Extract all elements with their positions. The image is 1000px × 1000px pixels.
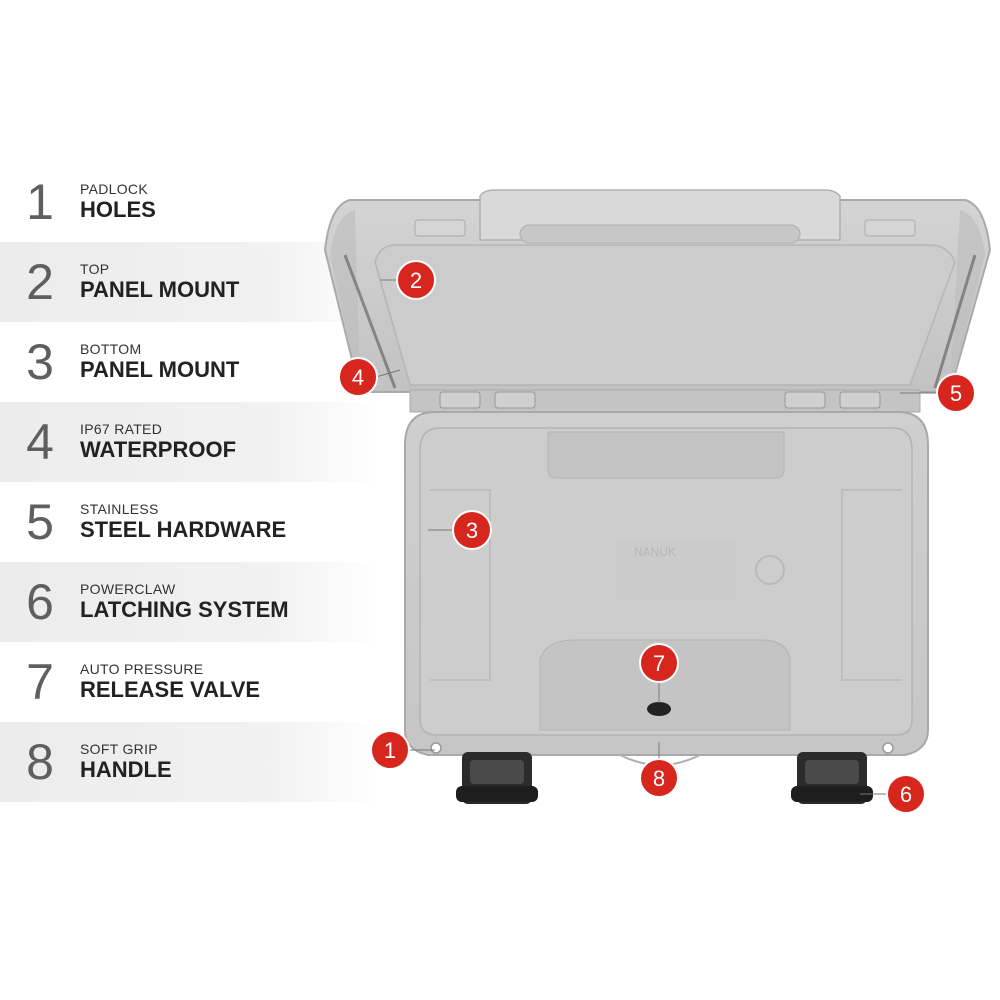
callout-number: 1	[384, 738, 396, 763]
feature-text: POWERCLAW LATCHING SYSTEM	[80, 581, 289, 623]
hinge-area	[409, 389, 921, 413]
feature-number: 2	[26, 254, 54, 310]
feature-title: PANEL MOUNT	[80, 277, 240, 302]
feature-subtitle: TOP	[80, 261, 110, 277]
feature-subtitle: BOTTOM	[80, 341, 142, 357]
callout-1: 1	[370, 730, 435, 770]
feature-item-bottom-panel-mount: 3 BOTTOM PANEL MOUNT	[0, 322, 380, 402]
feature-subtitle: STAINLESS	[80, 501, 159, 517]
feature-text: BOTTOM PANEL MOUNT	[80, 341, 239, 383]
latch-right	[791, 752, 873, 804]
feature-title: LATCHING SYSTEM	[80, 597, 289, 622]
callout-5: 5	[900, 373, 976, 413]
feature-subtitle: AUTO PRESSURE	[80, 661, 204, 677]
feature-text: PADLOCK HOLES	[80, 181, 156, 223]
feature-item-handle: 8 SOFT GRIP HANDLE	[0, 722, 380, 802]
callout-number: 8	[653, 766, 665, 791]
feature-title: PANEL MOUNT	[80, 357, 240, 382]
feature-text: IP67 RATED WATERPROOF	[80, 421, 236, 463]
feature-item-latching-system: 6 POWERCLAW LATCHING SYSTEM	[0, 562, 380, 642]
callout-3: 3	[428, 510, 492, 550]
case-lid	[323, 189, 992, 393]
callout-7: 7	[639, 643, 679, 703]
feature-title: RELEASE VALVE	[80, 677, 261, 702]
feature-title: HANDLE	[80, 757, 172, 782]
callout-number: 2	[410, 268, 422, 293]
feature-number: 4	[26, 414, 54, 470]
feature-number: 1	[26, 174, 54, 230]
case-illustration: NANUK 1 2 3 4 5	[323, 189, 992, 814]
feature-text: AUTO PRESSURE RELEASE VALVE	[80, 661, 260, 703]
feature-item-waterproof: 4 IP67 RATED WATERPROOF	[0, 402, 380, 482]
feature-subtitle: IP67 RATED	[80, 421, 163, 437]
feature-subtitle: POWERCLAW	[80, 581, 176, 597]
callout-number: 4	[352, 365, 364, 390]
feature-item-steel-hardware: 5 STAINLESS STEEL HARDWARE	[0, 482, 380, 562]
feature-text: TOP PANEL MOUNT	[80, 261, 239, 303]
feature-number: 5	[26, 494, 54, 550]
callout-number: 6	[900, 782, 912, 807]
feature-title: HOLES	[80, 197, 156, 222]
case-base: NANUK	[404, 411, 929, 766]
feature-title: STEEL HARDWARE	[80, 517, 287, 542]
callout-number: 7	[653, 651, 665, 676]
callout-4: 4	[338, 357, 401, 397]
feature-text: SOFT GRIP HANDLE	[80, 741, 172, 783]
callout-2: 2	[380, 260, 436, 300]
callout-8: 8	[639, 742, 679, 798]
feature-title: WATERPROOF	[80, 437, 237, 462]
feature-number: 7	[26, 654, 54, 710]
feature-subtitle: SOFT GRIP	[80, 741, 158, 757]
brand-embossing: NANUK	[634, 545, 676, 559]
feature-subtitle: PADLOCK	[80, 181, 148, 197]
feature-item-top-panel-mount: 2 TOP PANEL MOUNT	[0, 242, 380, 322]
feature-item-padlock-holes: 1 PADLOCK HOLES	[0, 162, 380, 242]
callout-6: 6	[860, 774, 926, 814]
feature-number: 3	[26, 334, 54, 390]
feature-number: 6	[26, 574, 54, 630]
pressure-valve-icon	[647, 702, 671, 716]
callout-number: 5	[950, 381, 962, 406]
latch-left	[456, 752, 538, 804]
feature-number: 8	[26, 734, 54, 790]
feature-item-release-valve: 7 AUTO PRESSURE RELEASE VALVE	[0, 642, 380, 722]
feature-text: STAINLESS STEEL HARDWARE	[80, 501, 286, 543]
callout-number: 3	[466, 518, 478, 543]
